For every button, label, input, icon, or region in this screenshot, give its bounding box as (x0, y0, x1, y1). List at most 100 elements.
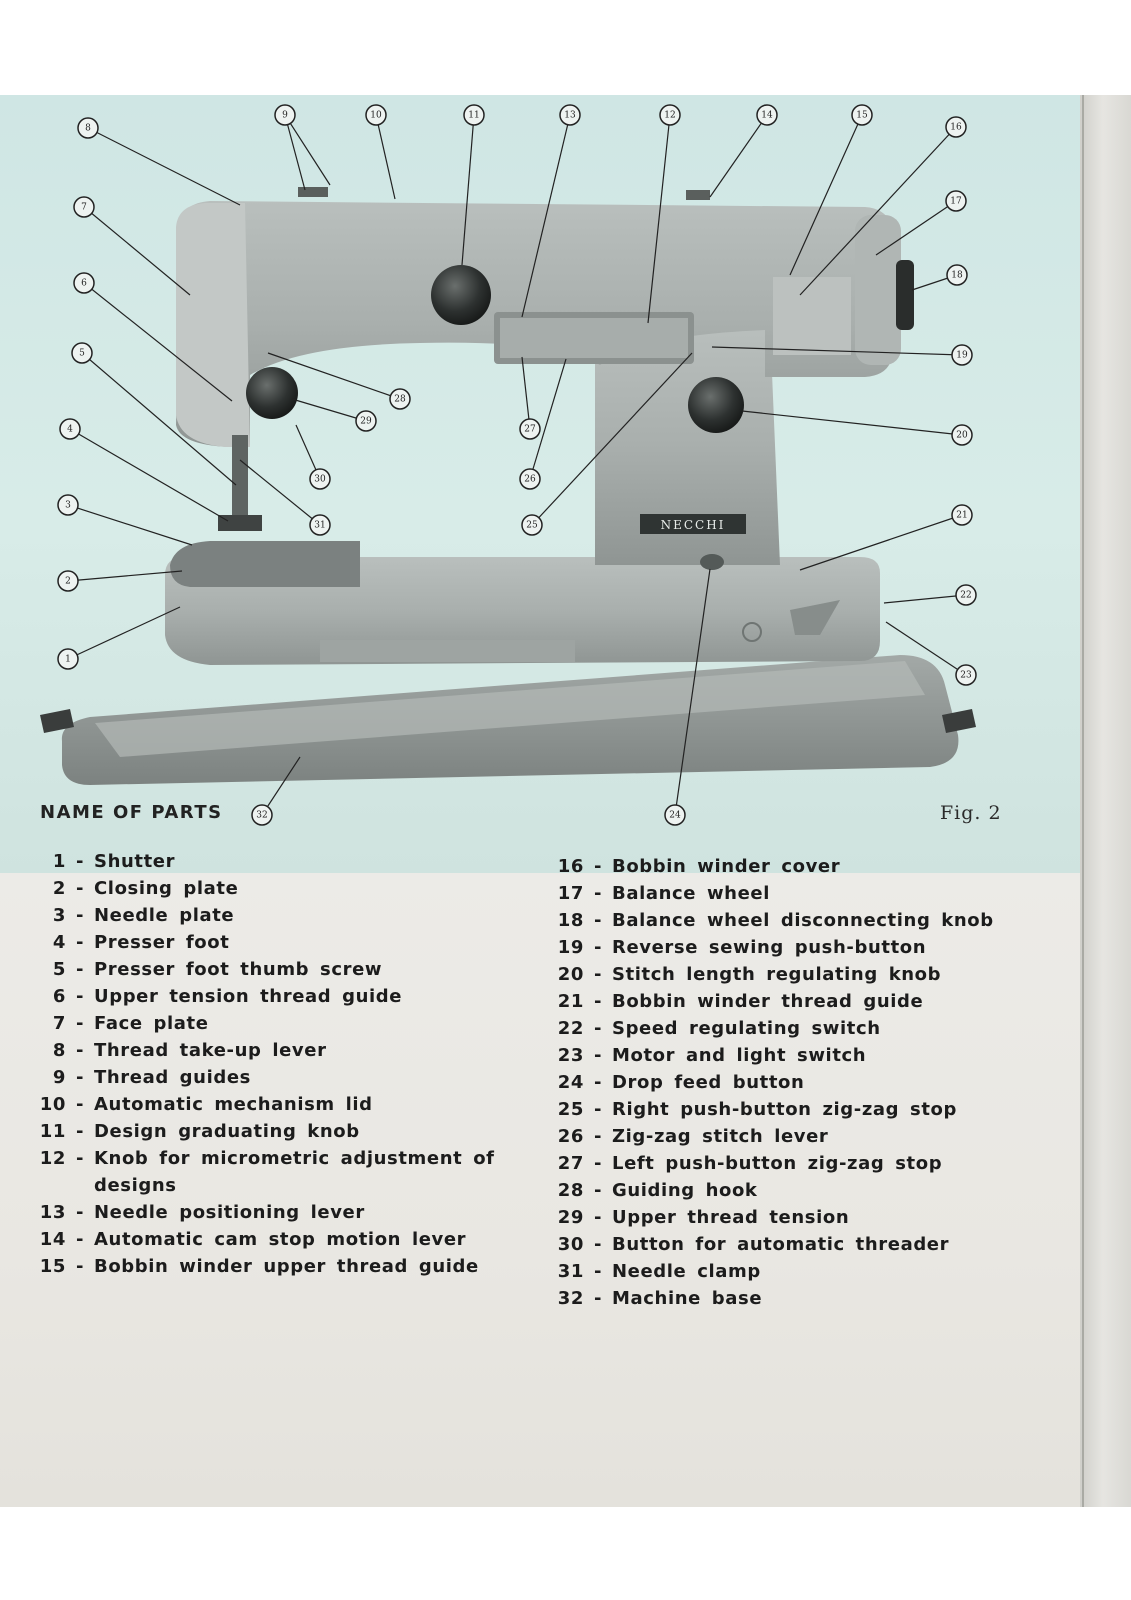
part-number: 9 (52, 1067, 66, 1088)
part-item: 15-Bobbin winder upper thread guide (30, 1253, 500, 1280)
callout-leader-1 (67, 606, 181, 660)
part-number: 20 (557, 964, 584, 985)
part-name: Closing plate (94, 878, 239, 899)
callout-leader-9 (284, 114, 306, 191)
part-name: Automatic cam stop motion lever (94, 1229, 467, 1250)
callout-leader-27 (521, 356, 531, 430)
part-name: Shutter (94, 851, 176, 872)
part-item: 7-Face plate (30, 1010, 500, 1037)
part-item: 24-Drop feed button (548, 1069, 1018, 1096)
part-item: 5-Presser foot thumb screw (30, 956, 500, 983)
callout-marker: 22 (955, 584, 977, 606)
part-name: Needle plate (94, 905, 235, 926)
callout-number: 17 (950, 197, 962, 207)
callout-marker: 7 (73, 196, 95, 218)
part-item: 32-Machine base (548, 1285, 1018, 1312)
part-item: 13-Needle positioning lever (30, 1199, 500, 1226)
callout-number: 16 (950, 123, 962, 133)
part-separator: - (593, 1288, 603, 1309)
callout-marker: 16 (945, 116, 967, 138)
part-name: Upper thread tension (612, 1207, 850, 1228)
part-name: Machine base (612, 1288, 763, 1309)
part-number: 26 (557, 1126, 584, 1147)
callout-marker: 29 (355, 410, 377, 432)
callout-marker: 4 (59, 418, 81, 440)
callout-circle (251, 804, 273, 826)
part-separator: - (593, 1045, 603, 1066)
part-number: 6 (52, 986, 66, 1007)
part-name: Needle clamp (612, 1261, 761, 1282)
part-separator: - (75, 1094, 85, 1115)
part-separator: - (593, 1126, 603, 1147)
part-number: 10 (39, 1094, 66, 1115)
callout-circle (955, 664, 977, 686)
callout-marker: 28 (389, 388, 411, 410)
part-name: Upper tension thread guide (94, 986, 403, 1007)
part-number: 2 (52, 878, 66, 899)
callout-number: 3 (65, 501, 71, 511)
callout-leader-15 (789, 114, 863, 276)
callout-leader-19 (711, 346, 963, 356)
callout-marker: 19 (951, 344, 973, 366)
callout-number: 32 (256, 811, 267, 821)
part-separator: - (593, 1180, 603, 1201)
part-number: 17 (557, 883, 584, 904)
callout-circle (521, 514, 543, 536)
callout-marker: 17 (945, 190, 967, 212)
part-name: Motor and light switch (612, 1045, 867, 1066)
part-item: 1-Shutter (30, 848, 500, 875)
callout-number: 24 (669, 811, 681, 821)
callout-marker: 20 (951, 424, 973, 446)
part-item: 3-Needle plate (30, 902, 500, 929)
part-item: 28-Guiding hook (548, 1177, 1018, 1204)
callout-number: 28 (394, 395, 406, 405)
callout-circle (57, 648, 79, 670)
callout-number: 29 (360, 417, 372, 427)
part-separator: - (75, 878, 85, 899)
part-separator: - (593, 964, 603, 985)
callout-circle (77, 117, 99, 139)
part-name: Needle positioning lever (94, 1202, 365, 1223)
part-separator: - (593, 1153, 603, 1174)
part-separator: - (75, 1202, 85, 1223)
callout-number: 18 (951, 271, 963, 281)
callout-leader-8 (87, 127, 241, 206)
callout-number: 21 (956, 511, 967, 521)
callout-marker: 9 (274, 104, 296, 126)
part-name: Left push-button zig-zag stop (612, 1153, 943, 1174)
part-number: 23 (557, 1045, 584, 1066)
part-name: Balance wheel disconnecting knob (612, 910, 994, 931)
callout-leader-2 (67, 570, 183, 582)
part-number: 32 (557, 1288, 584, 1309)
part-separator: - (75, 1256, 85, 1277)
part-item: 11-Design graduating knob (30, 1118, 500, 1145)
part-item: 2-Closing plate (30, 875, 500, 902)
callout-circle (355, 410, 377, 432)
callout-leader-20 (741, 410, 963, 436)
callout-marker: 11 (463, 104, 485, 126)
part-number: 12 (39, 1148, 66, 1169)
callout-leader-17 (875, 200, 957, 256)
part-item: 26-Zig-zag stitch lever (548, 1123, 1018, 1150)
callout-number: 4 (67, 425, 73, 435)
part-separator: - (593, 1018, 603, 1039)
callout-leader-28 (267, 352, 401, 400)
callout-circle (365, 104, 387, 126)
callout-leader-12 (647, 114, 671, 324)
part-name: Thread guides (94, 1067, 251, 1088)
callout-leader-10 (375, 114, 396, 200)
part-separator: - (75, 932, 85, 953)
callout-leader-24 (674, 568, 711, 816)
callout-leader-23 (885, 621, 967, 676)
callout-circle (955, 584, 977, 606)
part-item: 20-Stitch length regulating knob (548, 961, 1018, 988)
callout-number: 2 (65, 577, 71, 587)
callout-marker: 14 (756, 104, 778, 126)
part-name: Presser foot thumb screw (94, 959, 383, 980)
callout-leader-22 (883, 594, 967, 604)
part-number: 18 (557, 910, 584, 931)
part-name: Button for automatic threader (612, 1234, 950, 1255)
part-name: Face plate (94, 1013, 209, 1034)
